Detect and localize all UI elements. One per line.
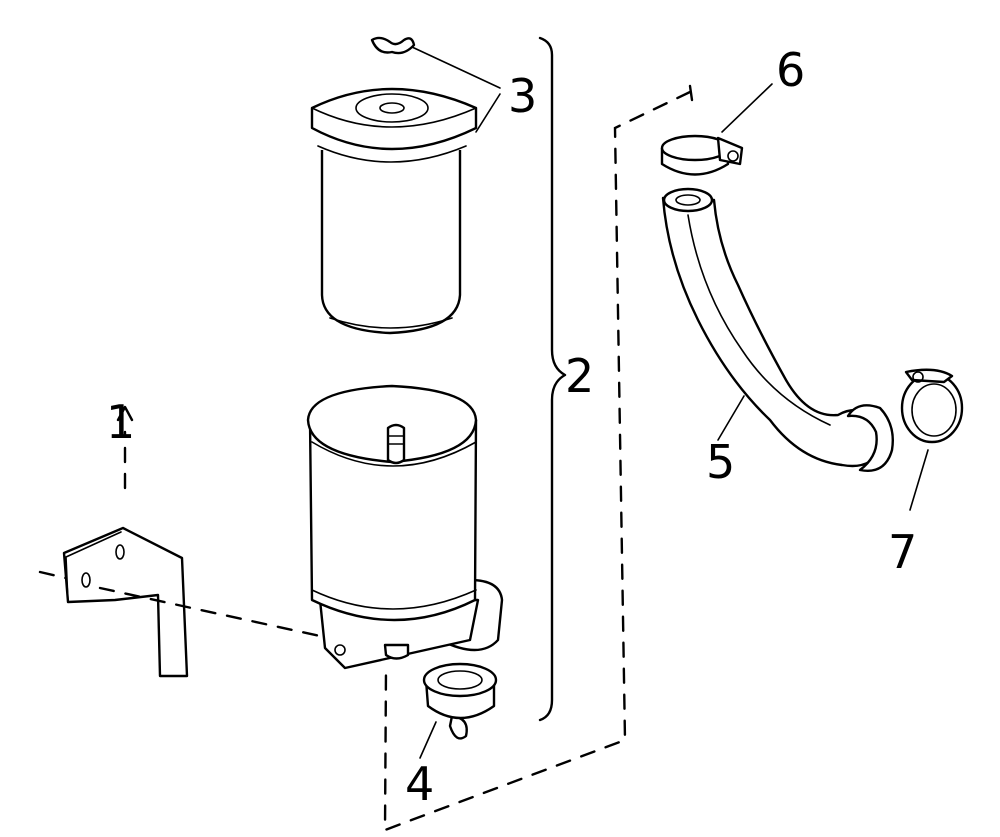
callout-7: 7 bbox=[888, 525, 917, 579]
part-2-filter-assembly bbox=[306, 36, 567, 722]
callout-5: 5 bbox=[706, 435, 735, 489]
part-4-grommet bbox=[419, 662, 498, 759]
filter-upper-bowl bbox=[310, 87, 478, 335]
part-7-hose-clamp bbox=[900, 368, 964, 511]
callout-1: 1 bbox=[106, 395, 135, 449]
part-1-mounting-bracket bbox=[38, 405, 322, 678]
dashed-hose-group-outline bbox=[383, 84, 694, 832]
callout-6: 6 bbox=[776, 43, 805, 97]
callout-2: 2 bbox=[565, 349, 594, 403]
brace-2 bbox=[538, 36, 567, 722]
part-5-hose bbox=[661, 187, 894, 472]
callout-3: 3 bbox=[508, 69, 537, 123]
callout-4: 4 bbox=[405, 757, 434, 811]
part-3-wing-nut bbox=[370, 36, 501, 133]
filter-lower-housing bbox=[306, 384, 504, 670]
part-6-hose-clamp bbox=[660, 83, 773, 176]
